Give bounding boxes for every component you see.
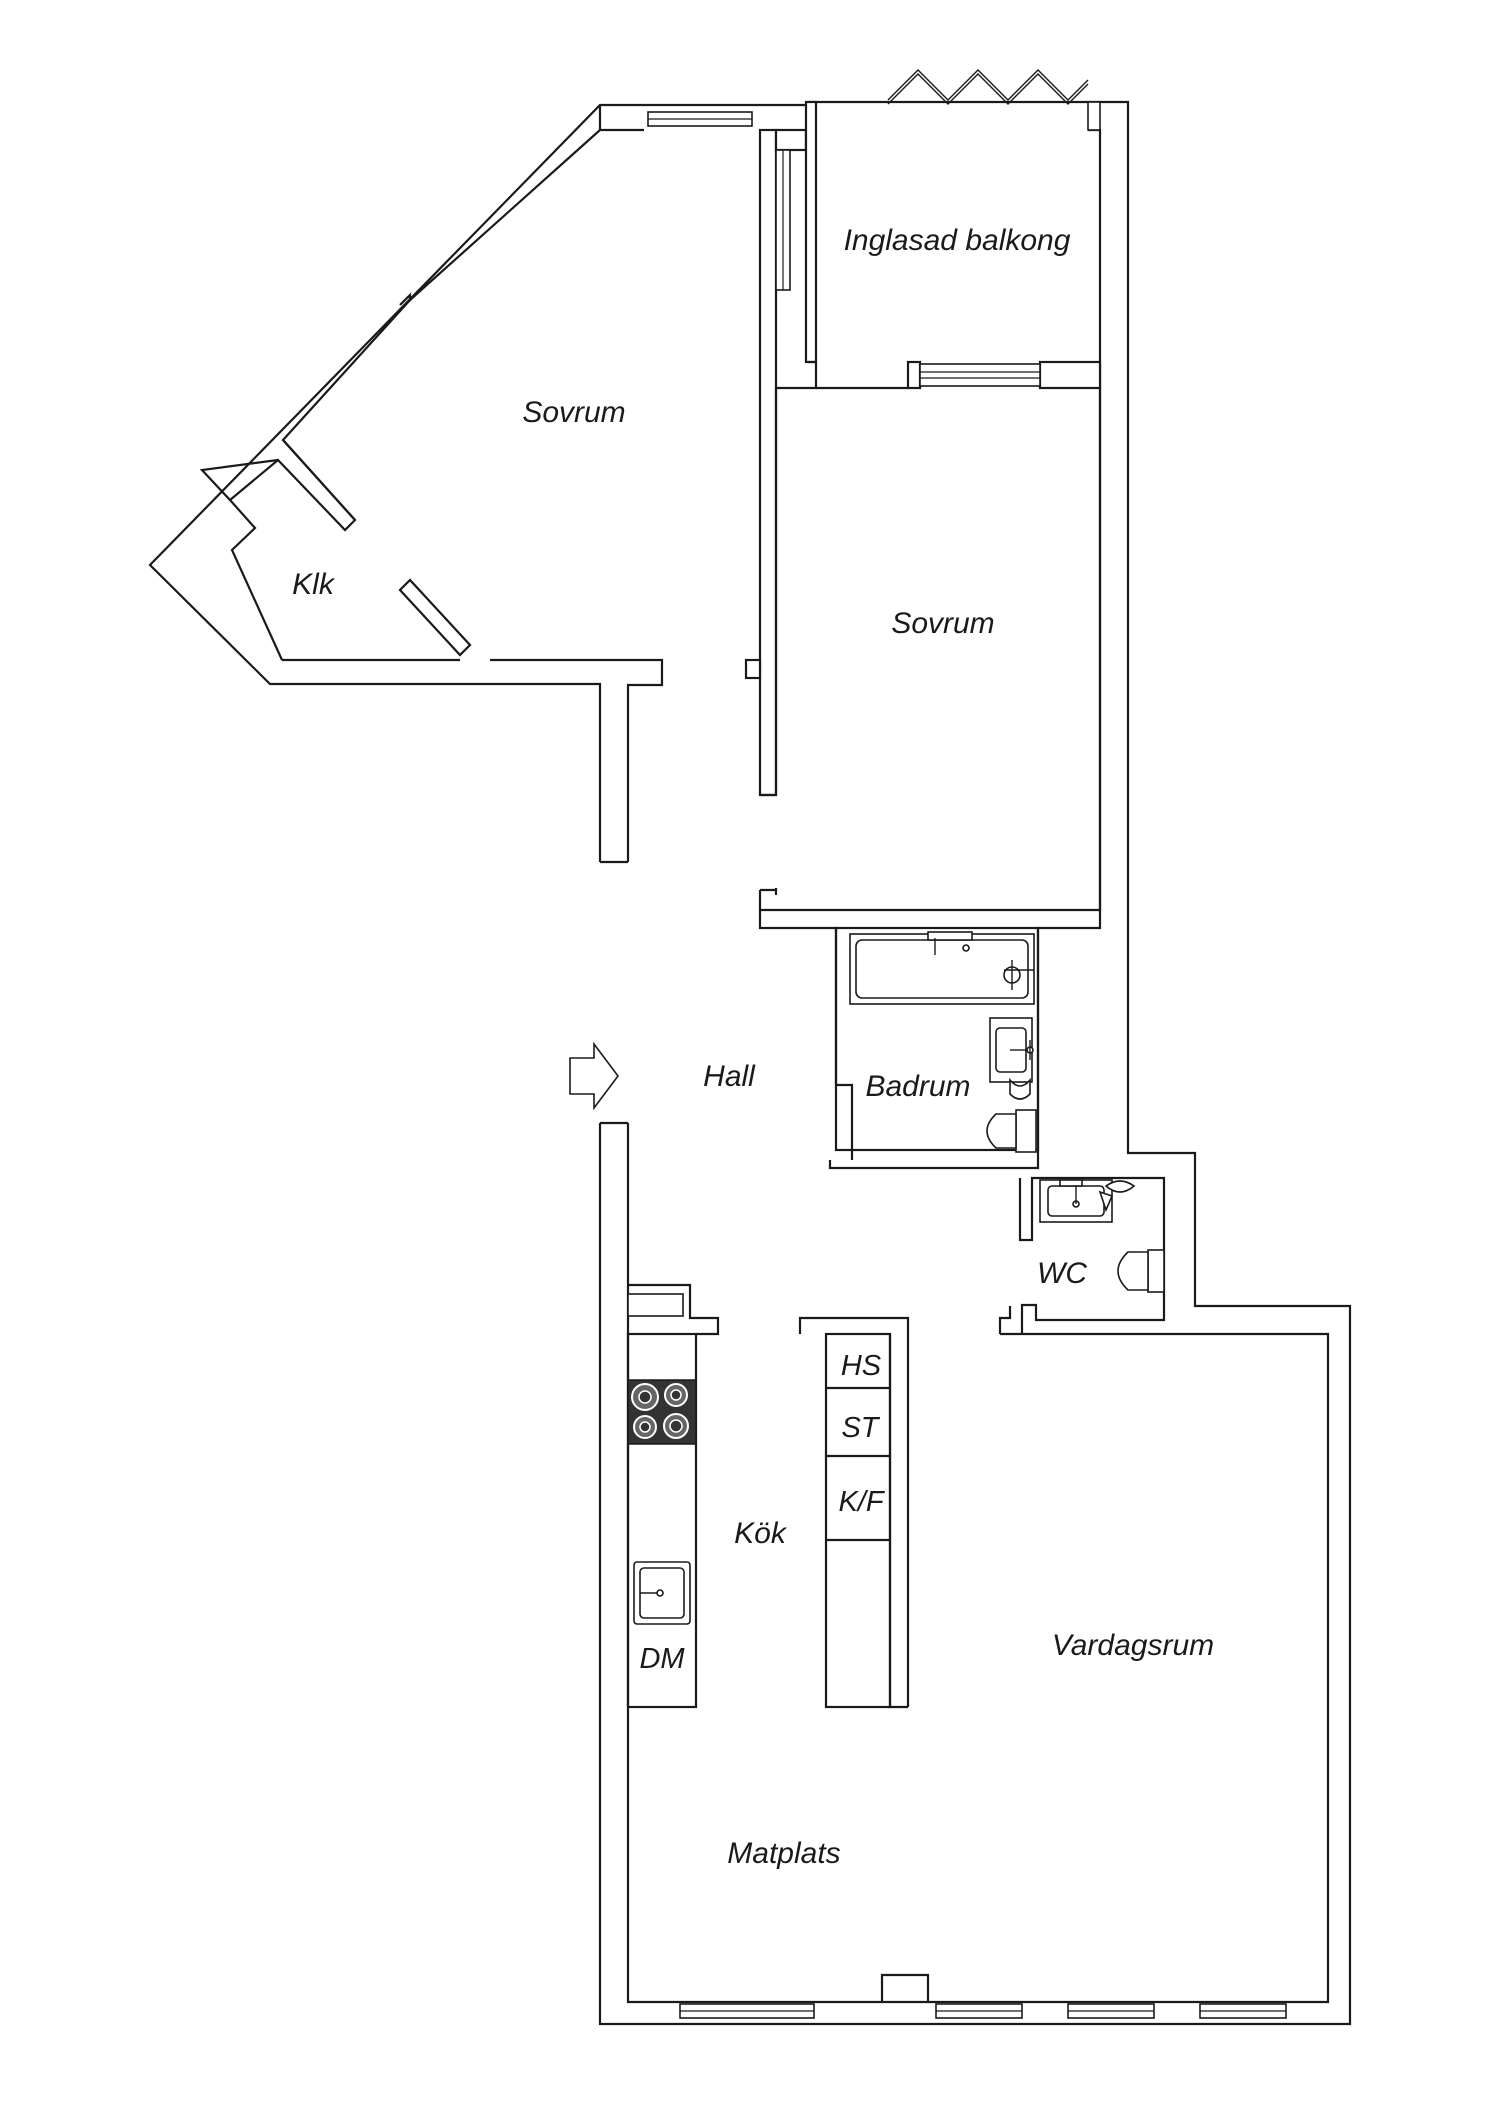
- bathroom-fixtures: [834, 926, 1040, 1153]
- entrance-arrow-icon: [569, 1041, 619, 1111]
- kitchen-fixtures: [626, 1332, 892, 1709]
- window-bottom-3: [1067, 2003, 1155, 2019]
- room-labels: Inglasad balkong Sovrum Klk Sovrum Hall …: [292, 224, 1214, 1870]
- room-label-sovrum-2: Sovrum: [891, 607, 994, 640]
- partition-walls: [744, 100, 1102, 1170]
- kitchen-sink-icon: [633, 1561, 691, 1625]
- appliance-label-st: ST: [841, 1412, 880, 1444]
- appliance-label-dm: DM: [639, 1643, 685, 1675]
- balkong-folding-glazing: [887, 69, 1101, 131]
- windows: [647, 69, 1287, 2019]
- appliance-label-kf: K/F: [838, 1486, 885, 1518]
- exterior-wall-inner: [490, 658, 664, 862]
- toilet-icon: [986, 1077, 1037, 1153]
- sovrum-1-walls: [199, 105, 644, 662]
- exterior-wall-inner-2: [626, 1123, 1330, 2004]
- room-label-inglasad-balkong: Inglasad balkong: [844, 224, 1071, 257]
- wc-walls: [998, 1176, 1166, 1334]
- room-label-klk: Klk: [292, 568, 336, 601]
- entrance: [600, 860, 628, 1125]
- bottom-bump: [880, 1973, 930, 2002]
- window-balkong-bottom: [919, 363, 1041, 387]
- window-bottom-1: [679, 2003, 815, 2019]
- room-label-badrum: Badrum: [865, 1070, 970, 1103]
- appliance-label-hs: HS: [841, 1350, 882, 1382]
- room-label-wc: WC: [1037, 1257, 1087, 1290]
- exterior-wall-outer: [148, 100, 1352, 2026]
- toilet-icon: [1098, 1180, 1165, 1293]
- window-bottom-4: [1199, 2003, 1287, 2019]
- washbasin-icon: [1039, 1179, 1113, 1223]
- stove-icon: [627, 1379, 697, 1445]
- room-label-hall: Hall: [703, 1060, 756, 1093]
- exterior-wall-inner-3: [1088, 128, 1102, 912]
- window-bottom-2: [935, 2003, 1023, 2019]
- wc-fixtures: [1039, 1179, 1165, 1293]
- room-label-sovrum-1: Sovrum: [522, 396, 625, 429]
- window-top-left: [647, 111, 753, 127]
- room-label-vardagsrum: Vardagsrum: [1052, 1629, 1214, 1662]
- washbasin-icon: [989, 1017, 1034, 1083]
- room-label-matplats: Matplats: [727, 1837, 840, 1870]
- bathtub-icon: [849, 931, 1035, 1005]
- appliance-labels: HS ST K/F DM: [639, 1350, 885, 1675]
- room-label-kok: Kök: [734, 1517, 788, 1550]
- window-partition: [775, 149, 791, 291]
